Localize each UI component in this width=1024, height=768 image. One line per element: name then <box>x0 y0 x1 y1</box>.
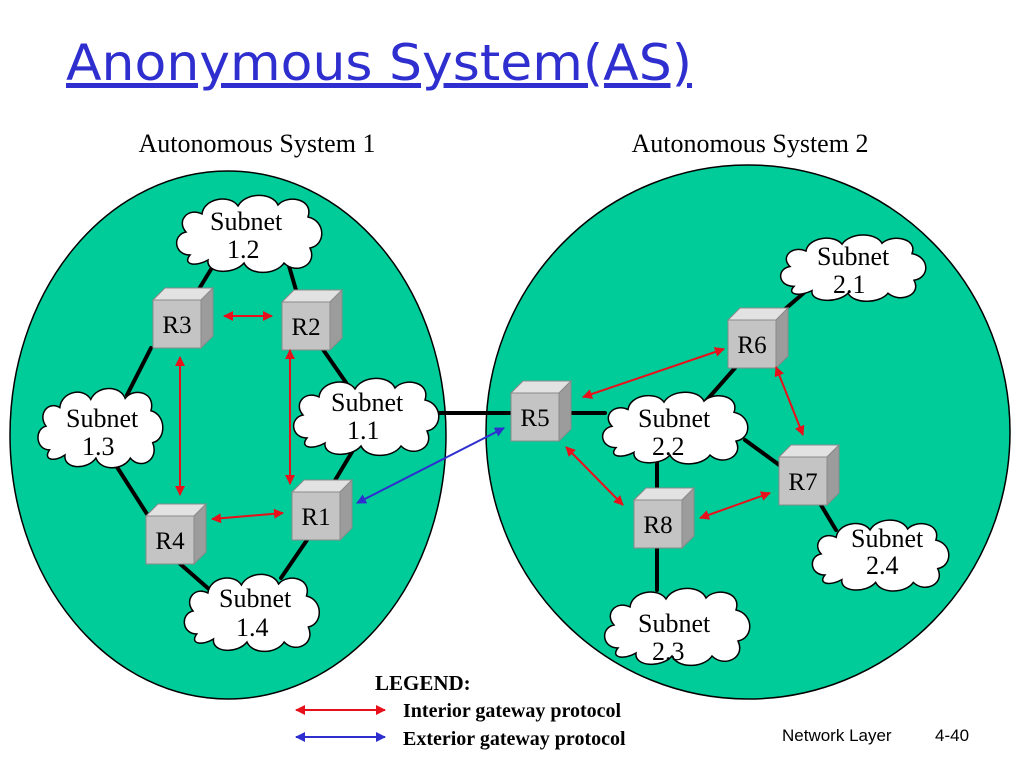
router-label: R7 <box>788 469 817 496</box>
link-r1-subnet-1-4 <box>279 538 309 580</box>
link-subnet-1-3-r4 <box>115 465 149 516</box>
subnet-number: 2.1 <box>833 270 866 299</box>
router-label: R6 <box>737 332 766 359</box>
subnet-number: 1.3 <box>82 432 115 461</box>
router-r1: R1 <box>290 478 354 542</box>
router-r3: R3 <box>151 286 215 350</box>
subnet-2-2: Subnet 2.2 <box>601 391 749 465</box>
legend-exterior-label: Exterior gateway protocol <box>403 728 626 750</box>
subnet-2-1: Subnet 2.1 <box>779 234 927 303</box>
exterior-arrow-r1-r5 <box>356 427 505 504</box>
router-r2: R2 <box>280 288 344 352</box>
autonomous-system-2-label: Autonomous System 2 <box>632 129 869 158</box>
link-r3-subnet-1-3 <box>125 346 153 397</box>
subnet-1-4: Subnet 1.4 <box>183 573 321 653</box>
router-front-face <box>152 299 202 349</box>
interior-arrow-r5-r8 <box>565 446 624 506</box>
legend-interior-label: Interior gateway protocol <box>403 700 622 722</box>
subnet-number: 2.4 <box>866 551 899 580</box>
router-front-face <box>145 515 195 565</box>
router-label: R5 <box>520 405 549 432</box>
router-label: R2 <box>291 314 320 341</box>
router-r8: R8 <box>632 486 696 550</box>
subnet-word: Subnet <box>638 609 711 638</box>
subnet-number: 1.1 <box>347 416 380 445</box>
subnet-1-3: Subnet 1.3 <box>37 387 164 469</box>
router-front-face <box>727 319 777 369</box>
autonomous-system-1-label: Autonomous System 1 <box>139 129 376 158</box>
link-subnet-2-2-r7 <box>743 438 784 469</box>
subnet-word: Subnet <box>219 584 292 613</box>
interior-arrow-r8-r7 <box>699 491 771 520</box>
subnet-2-3: Subnet 2.3 <box>603 587 751 667</box>
subnet-number: 2.3 <box>652 637 685 666</box>
router-front-face <box>633 499 683 549</box>
router-front-face <box>291 491 341 541</box>
footer-page-number: 4-40 <box>935 726 969 745</box>
subnet-1-2: Subnet 1.2 <box>175 194 323 274</box>
subnet-2-4: Subnet 2.4 <box>811 519 950 592</box>
slide-title: Anonymous System(AS) <box>66 34 692 92</box>
router-r5: R5 <box>509 379 573 443</box>
interior-gateway-arrows <box>175 311 805 524</box>
router-label: R4 <box>155 528 185 555</box>
subnet-number: 1.4 <box>236 613 269 642</box>
subnet-number: 1.2 <box>227 235 260 264</box>
link-subnet-1-1-r1 <box>332 450 354 484</box>
subnet-word: Subnet <box>66 404 139 433</box>
link-subnet-1-2-r2 <box>287 264 298 292</box>
subnet-word: Subnet <box>817 242 890 271</box>
router-front-face <box>510 392 560 442</box>
router-r6: R6 <box>726 306 790 370</box>
link-r4-subnet-1-4 <box>176 560 212 592</box>
subnet-word: Subnet <box>210 207 283 236</box>
subnet-word: Subnet <box>638 404 711 433</box>
link-subnet-1-2-r3 <box>197 264 215 291</box>
link-r2-subnet-1-1 <box>320 346 349 386</box>
legend: LEGEND: Interior gateway protocol Exteri… <box>295 671 626 750</box>
router-front-face <box>778 456 828 506</box>
router-r4: R4 <box>144 502 208 566</box>
router-r7: R7 <box>777 443 841 507</box>
router-label: R1 <box>301 504 330 531</box>
subnet-word: Subnet <box>331 388 404 417</box>
router-label: R8 <box>643 512 672 539</box>
subnet-number: 2.2 <box>652 432 685 461</box>
footer-section: Network Layer <box>782 726 892 745</box>
subnet-word: Subnet <box>851 524 924 553</box>
interior-arrow-r5-r6 <box>582 347 725 399</box>
router-label: R3 <box>162 312 191 339</box>
legend-heading: LEGEND: <box>375 671 471 695</box>
interior-arrow-r6-r7 <box>774 366 805 436</box>
interior-arrow-r4-r1 <box>211 508 284 524</box>
router-front-face <box>281 301 331 351</box>
